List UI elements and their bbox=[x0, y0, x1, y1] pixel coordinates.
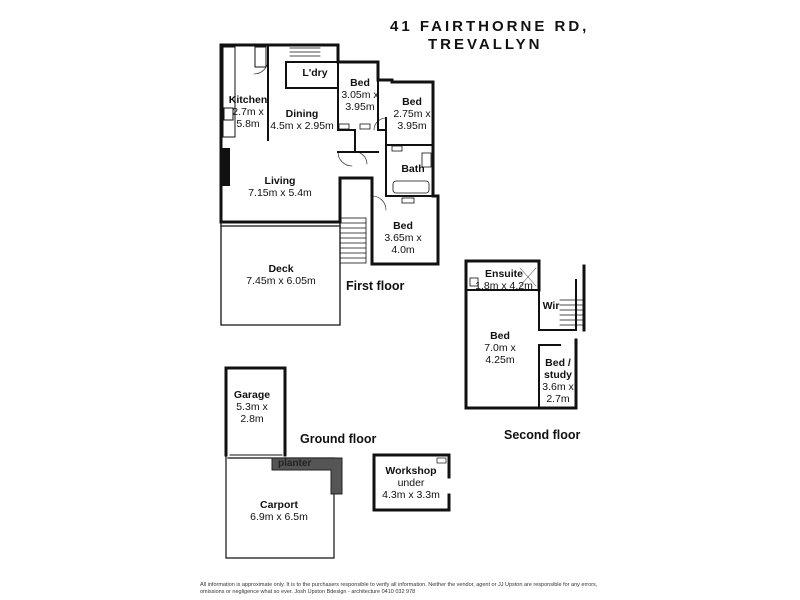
address-line-1: 41 FAIRTHORNE RD, bbox=[390, 18, 590, 35]
first-floor-label: First floor bbox=[346, 279, 405, 293]
feature-wall bbox=[221, 148, 230, 186]
deck-outline bbox=[220, 221, 341, 326]
planter bbox=[271, 457, 343, 495]
room-bath: Bath bbox=[401, 163, 425, 175]
planter-label: planter bbox=[278, 458, 312, 469]
door-swings bbox=[253, 59, 387, 211]
first-floor-stairs bbox=[289, 47, 367, 264]
second-floor-stairs bbox=[469, 267, 585, 326]
second-floor-label: Second floor bbox=[504, 428, 581, 442]
address-line-2: TREVALLYN bbox=[428, 36, 543, 53]
disclaimer-text: All information is approximate only. It … bbox=[200, 582, 598, 595]
garage-walls bbox=[224, 366, 287, 457]
second-floor-walls bbox=[464, 259, 586, 410]
room-laundry: L'dry bbox=[302, 67, 328, 79]
ground-floor-label: Ground floor bbox=[300, 432, 377, 446]
workshop-walls bbox=[372, 453, 451, 512]
room-wir: Wir bbox=[542, 300, 560, 312]
first-floor-internal-walls bbox=[267, 44, 434, 215]
kitchen-bench bbox=[222, 46, 267, 138]
bath-fixtures bbox=[338, 123, 432, 204]
first-floor-walls bbox=[219, 43, 440, 266]
